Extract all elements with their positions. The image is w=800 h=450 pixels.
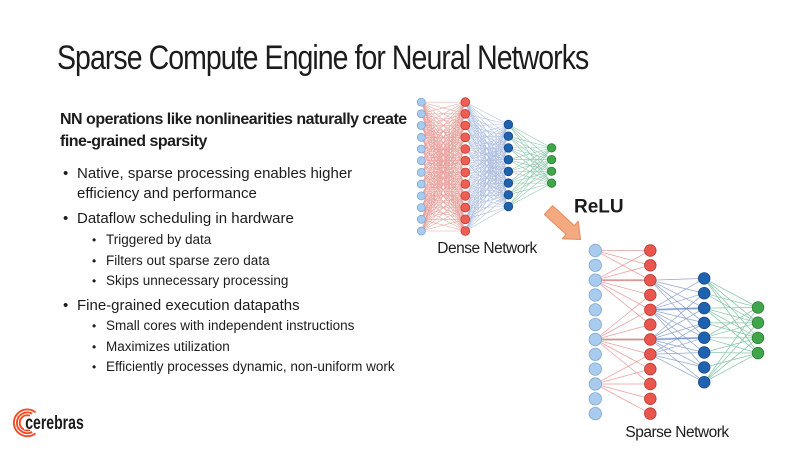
svg-text:Dense Network: Dense Network <box>437 240 537 257</box>
svg-text:Sparse Network: Sparse Network <box>625 424 729 441</box>
svg-text:cerebras: cerebras <box>25 412 84 434</box>
svg-text:ReLU: ReLU <box>574 197 624 218</box>
